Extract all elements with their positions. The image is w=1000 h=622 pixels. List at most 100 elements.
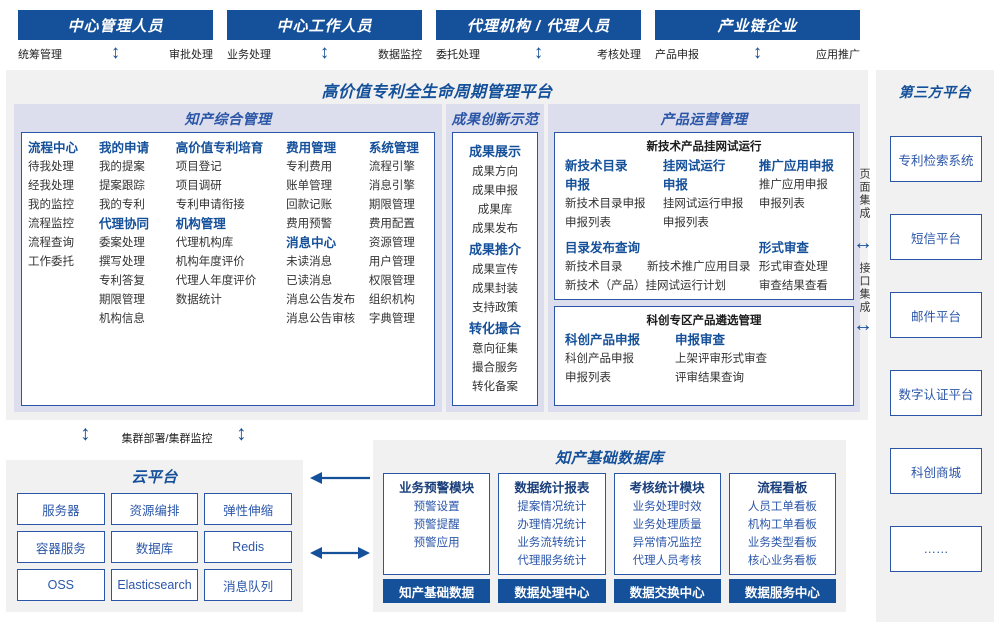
selection-item[interactable]: 科创产品申报	[565, 353, 634, 365]
ip-item[interactable]: 专利费用	[286, 161, 333, 173]
ip-item[interactable]: 消息公告发布	[286, 294, 356, 306]
catalog-publish-header[interactable]: 目录发布查询	[565, 241, 641, 255]
catalog-item[interactable]: 新技术（产品）挂网试运行计划	[565, 280, 726, 292]
achievement-item[interactable]: 成果封装	[472, 283, 518, 295]
achievement-item[interactable]: 成果发布	[472, 223, 518, 235]
ip-item[interactable]: 我的专利	[98, 199, 145, 211]
ip-item[interactable]: 项目登记	[175, 161, 222, 173]
achievement-item[interactable]: 成果宣传	[472, 264, 518, 276]
ip-item[interactable]: 账单管理	[286, 180, 333, 192]
cloud-item-redis[interactable]: Redis	[204, 531, 292, 563]
third-party-item-4[interactable]: 科创商城	[890, 448, 982, 494]
ip-item[interactable]: 委案处理	[98, 237, 145, 249]
selection-item[interactable]: 评审结果查询	[675, 372, 744, 384]
cloud-item-mq[interactable]: 消息队列	[204, 569, 292, 601]
ip-block-header[interactable]: 费用管理	[286, 141, 337, 155]
ip-item[interactable]: 回款记账	[286, 199, 333, 211]
ip-item[interactable]: 代理机构库	[175, 237, 234, 249]
achievement-item[interactable]: 成果库	[477, 204, 513, 216]
kb-item[interactable]: 业务处理质量	[632, 519, 702, 531]
ip-item[interactable]: 流程查询	[28, 237, 74, 249]
kb-item[interactable]: 业务流转统计	[517, 537, 587, 549]
ip-item[interactable]: 未读消息	[286, 256, 333, 268]
product-ops-item[interactable]: 推广应用申报	[758, 179, 828, 191]
kb-footer-processing-center[interactable]: 数据处理中心	[498, 579, 606, 603]
ip-item[interactable]: 提案跟踪	[98, 180, 145, 192]
cloud-item-oss[interactable]: OSS	[17, 569, 105, 601]
ip-block-header[interactable]: 高价值专利培育	[175, 141, 264, 155]
product-ops-header[interactable]: 挂网试运行申报	[662, 159, 726, 192]
formal-review-header[interactable]: 形式审查	[758, 241, 809, 255]
cloud-item-elasticsearch[interactable]: Elasticsearch	[110, 569, 199, 601]
kb-footer-basic-data[interactable]: 知产基础数据	[383, 579, 491, 603]
cloud-item-server[interactable]: 服务器	[17, 493, 105, 525]
catalog-item[interactable]: 新技术目录	[565, 261, 623, 273]
achievement-item[interactable]: 成果申报	[472, 185, 518, 197]
ip-item[interactable]: 消息引擎	[368, 180, 415, 192]
ip-item[interactable]: 用户管理	[368, 256, 415, 268]
achievement-item[interactable]: 支持政策	[472, 302, 518, 314]
ip-item[interactable]: 期限管理	[368, 199, 415, 211]
ip-item[interactable]: 专利答复	[98, 275, 145, 287]
product-ops-header[interactable]: 推广应用申报	[758, 159, 834, 173]
kb-item[interactable]: 业务处理时效	[632, 501, 702, 513]
achievement-item[interactable]: 转化备案	[472, 381, 518, 393]
kb-item[interactable]: 预警设置	[413, 501, 460, 513]
actor-title-3[interactable]: 产业链企业	[655, 10, 860, 40]
third-party-item-5[interactable]: ……	[890, 526, 982, 572]
ip-item[interactable]: 流程监控	[28, 218, 74, 230]
achievement-item[interactable]: 意向征集	[472, 343, 518, 355]
ip-block-header[interactable]: 机构管理	[175, 217, 226, 231]
ip-item[interactable]: 组织机构	[368, 294, 415, 306]
achievement-block-header[interactable]: 成果推介	[468, 242, 521, 257]
achievement-block-header[interactable]: 转化撮合	[468, 321, 521, 336]
ip-item[interactable]: 经我处理	[28, 180, 74, 192]
ip-item[interactable]: 机构年度评价	[175, 256, 245, 268]
achievement-item[interactable]: 成果方向	[472, 166, 518, 178]
kb-item[interactable]: 人员工单看板	[747, 501, 817, 513]
ip-item[interactable]: 消息公告审核	[286, 313, 356, 325]
ip-item[interactable]: 权限管理	[368, 275, 415, 287]
ip-item[interactable]: 机构信息	[98, 313, 145, 325]
ip-item[interactable]: 字典管理	[368, 313, 415, 325]
ip-item[interactable]: 代理人年度评价	[175, 275, 257, 287]
selection-header[interactable]: 申报审查	[675, 333, 726, 347]
ip-item[interactable]: 项目调研	[175, 180, 222, 192]
ip-item[interactable]: 工作委托	[28, 256, 74, 268]
kb-footer-service-center[interactable]: 数据服务中心	[728, 579, 836, 603]
kb-header[interactable]: 考核统计模块	[629, 481, 705, 495]
kb-item[interactable]: 业务类型看板	[747, 537, 817, 549]
kb-footer-exchange-center[interactable]: 数据交换中心	[613, 579, 721, 603]
kb-item[interactable]: 代理人员考核	[632, 555, 702, 567]
selection-item[interactable]: 申报列表	[565, 372, 611, 384]
product-ops-item[interactable]: 挂网试运行申报	[662, 198, 744, 210]
ip-item[interactable]: 期限管理	[98, 294, 145, 306]
kb-item[interactable]: 异常情况监控	[632, 537, 702, 549]
ip-block-header[interactable]: 我的申请	[98, 141, 149, 155]
kb-item[interactable]: 核心业务看板	[747, 555, 817, 567]
ip-item[interactable]: 费用配置	[368, 218, 415, 230]
actor-title-1[interactable]: 中心工作人员	[227, 10, 422, 40]
achievement-item[interactable]: 撮合服务	[472, 362, 518, 374]
ip-item[interactable]: 费用预警	[286, 218, 333, 230]
ip-item[interactable]: 数据统计	[175, 294, 222, 306]
ip-item[interactable]: 专利申请衔接	[175, 199, 245, 211]
ip-item[interactable]: 待我处理	[28, 161, 74, 173]
actor-title-0[interactable]: 中心管理人员	[18, 10, 213, 40]
kb-item[interactable]: 办理情况统计	[517, 519, 587, 531]
third-party-item-2[interactable]: 邮件平台	[890, 292, 982, 338]
cloud-item-autoscaling[interactable]: 弹性伸缩	[204, 493, 292, 525]
kb-item[interactable]: 预警应用	[413, 537, 460, 549]
kb-item[interactable]: 提案情况统计	[517, 501, 587, 513]
cloud-item-database[interactable]: 数据库	[110, 531, 199, 563]
kb-item[interactable]: 机构工单看板	[747, 519, 817, 531]
formal-review-item[interactable]: 审查结果查看	[758, 280, 828, 292]
ip-item[interactable]: 资源管理	[368, 237, 415, 249]
formal-review-item[interactable]: 形式审查处理	[758, 261, 828, 273]
ip-block-header[interactable]: 代理协同	[98, 217, 149, 231]
ip-item[interactable]: 流程引擎	[368, 161, 415, 173]
ip-block-header[interactable]: 系统管理	[368, 141, 419, 155]
ip-item[interactable]: 我的监控	[28, 199, 74, 211]
product-ops-item[interactable]: 新技术目录申报	[565, 198, 646, 210]
achievement-block-header[interactable]: 成果展示	[468, 144, 521, 159]
